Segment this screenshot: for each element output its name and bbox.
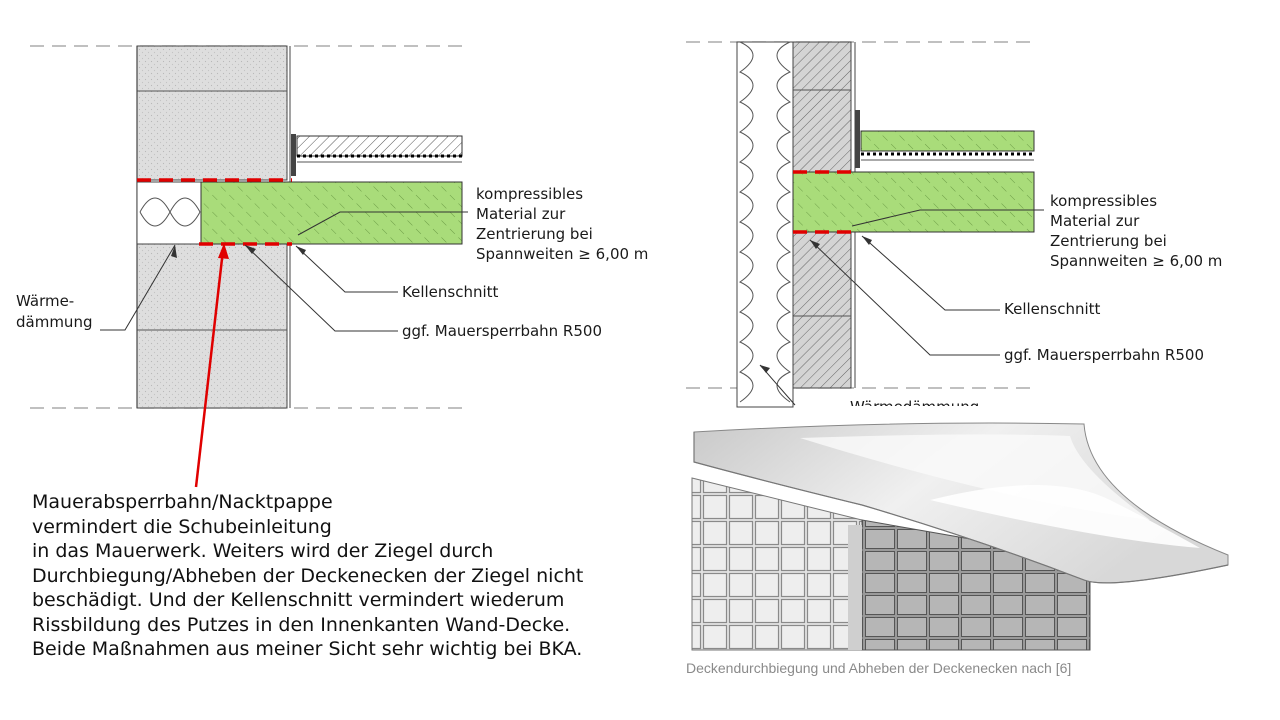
explanation-note: Mauerabsperrbahn/Nacktpappe vermindert d… — [32, 490, 632, 662]
left-label-compressible-3: Zentrierung bei — [476, 225, 593, 243]
right-label-kellenschnitt: Kellenschnitt — [1004, 300, 1101, 318]
right-label-compressible-1: kompressibles — [1050, 192, 1157, 210]
note-line-1: Mauerabsperrbahn/Nacktpappe — [32, 491, 333, 513]
left-label-waerme-2: dämmung — [16, 313, 92, 331]
left-label-kellenschnitt: Kellenschnitt — [402, 283, 499, 301]
note-line-4: Durchbiegung/Abheben der Deckenecken der… — [32, 564, 584, 587]
note-line-2: vermindert die Schubeinleitung — [32, 515, 332, 538]
right-label-sperrbahn: ggf. Mauersperrbahn R500 — [1004, 346, 1204, 364]
note-line-6: Rissbildung des Putzes in den Innenkante… — [32, 613, 571, 636]
left-label-compressible-2: Material zur — [476, 205, 566, 223]
right-label-waerme-cut: Wärmedämmung — [850, 398, 979, 416]
left-label-compressible-4: Spannweiten ≥ 6,00 m — [476, 245, 648, 263]
right-label-compressible-3: Zentrierung bei — [1050, 232, 1167, 250]
photo-caption: Deckendurchbiegung und Abheben der Decke… — [686, 660, 1072, 676]
slab-deflection-photo — [691, 422, 1229, 651]
note-line-5: beschädigt. Und der Kellenschnitt vermin… — [32, 589, 565, 611]
left-label-waerme-1: Wärme- — [16, 292, 74, 310]
left-diagram-labels: kompressibles Material zur Zentrierung b… — [16, 185, 648, 340]
left-label-compressible-1: kompressibles — [476, 185, 583, 203]
right-label-compressible-4: Spannweiten ≥ 6,00 m — [1050, 252, 1222, 270]
right-label-compressible-2: Material zur — [1050, 212, 1140, 230]
note-line-3: in das Mauerwerk. Weiters wird der Ziege… — [32, 540, 494, 562]
right-diagram-labels: kompressibles Material zur Zentrierung b… — [850, 192, 1222, 416]
note-line-7: Beide Maßnahmen aus meiner Sicht sehr wi… — [32, 638, 583, 660]
left-detail-diagram — [30, 45, 468, 488]
left-label-sperrbahn: ggf. Mauersperrbahn R500 — [402, 322, 602, 340]
right-detail-diagram — [686, 41, 1044, 408]
